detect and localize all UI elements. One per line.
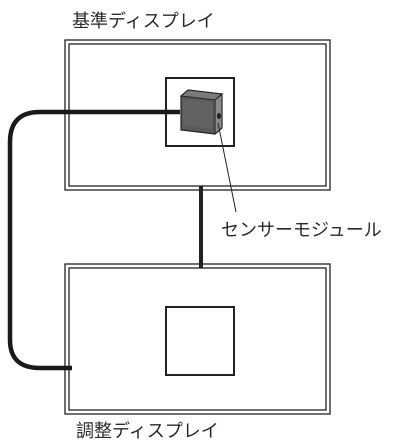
sensor-module-icon — [179, 89, 224, 136]
adjust-display-label: 調整ディスプレイ — [76, 421, 219, 442]
adjust-measurement-area — [165, 306, 235, 376]
adjust-display — [64, 263, 331, 415]
reference-display — [64, 39, 331, 191]
sensor-cable — [7, 109, 180, 371]
sensor-leader-line — [217, 122, 237, 213]
sensor-module-label: センサーモジュール — [221, 220, 382, 241]
reference-display-label: 基準ディスプレイ — [72, 11, 215, 32]
